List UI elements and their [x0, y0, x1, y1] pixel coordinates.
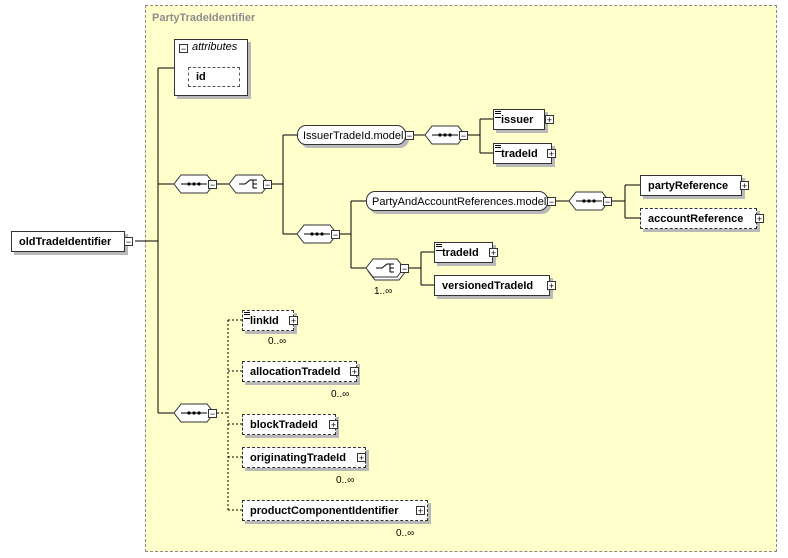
element-label: partyReference [648, 180, 729, 192]
attribute-id-label: id [196, 71, 206, 83]
expand-icon[interactable]: + [740, 181, 749, 191]
element-label: tradeId [442, 247, 479, 259]
documentation-icon [495, 111, 501, 118]
root-element-label: oldTradeIdentifier [19, 236, 112, 248]
documentation-icon [495, 145, 501, 152]
element-block-trade-id[interactable]: blockTradeId [242, 414, 336, 435]
cardinality-label: 0..∞ [396, 528, 415, 539]
model-group-issuer-trade-id[interactable]: IssuerTradeId.model [297, 125, 406, 145]
element-party-reference[interactable]: partyReference [640, 175, 742, 196]
collapse-icon[interactable]: − [124, 237, 133, 247]
expand-icon[interactable]: + [547, 149, 556, 159]
element-label: allocationTradeId [250, 366, 341, 378]
element-trade-id[interactable]: tradeId [434, 242, 493, 263]
element-label: originatingTradeId [250, 452, 346, 464]
attributes-title: attributes [192, 41, 238, 53]
complex-type-label: PartyTradeIdentifier [152, 12, 256, 24]
expand-icon[interactable]: + [547, 281, 556, 291]
expand-icon[interactable]: + [350, 367, 359, 377]
element-issuer[interactable]: issuer [493, 109, 545, 130]
collapse-icon[interactable]: − [603, 197, 612, 207]
element-product-component-identifier[interactable]: productComponentIdentifier [242, 500, 428, 521]
cardinality-label: 1..∞ [374, 286, 393, 297]
cardinality-label: 0..∞ [336, 475, 355, 486]
element-label: productComponentIdentifier [250, 505, 399, 517]
element-label: tradeId [501, 148, 538, 160]
element-trade-id[interactable]: tradeId [493, 143, 552, 164]
collapse-icon[interactable]: − [400, 264, 409, 274]
documentation-icon [244, 312, 250, 319]
model-group-label: PartyAndAccountReferences.model [372, 196, 547, 208]
expand-icon[interactable]: + [416, 506, 425, 516]
expand-icon[interactable]: + [329, 420, 338, 430]
collapse-icon[interactable]: − [547, 197, 556, 207]
root-element[interactable]: oldTradeIdentifier [11, 231, 125, 252]
element-account-reference[interactable]: accountReference [640, 208, 757, 229]
collapse-icon[interactable]: − [459, 131, 468, 141]
attribute-id[interactable]: id [188, 67, 240, 87]
collapse-icon[interactable]: − [331, 230, 340, 240]
element-link-id[interactable]: linkId [242, 310, 294, 331]
expand-icon[interactable]: + [545, 115, 554, 125]
element-label: versionedTradeId [442, 280, 534, 292]
element-label: linkId [250, 315, 279, 327]
collapse-icon[interactable]: − [208, 180, 217, 190]
documentation-icon [436, 244, 442, 251]
expand-icon[interactable]: + [755, 214, 764, 224]
collapse-icon[interactable]: − [179, 44, 188, 54]
expand-icon[interactable]: + [357, 453, 366, 463]
model-group-label: IssuerTradeId.model [303, 130, 404, 142]
element-label: accountReference [648, 213, 744, 225]
element-allocation-trade-id[interactable]: allocationTradeId [242, 361, 357, 382]
collapse-icon[interactable]: − [405, 131, 414, 141]
model-group-party-account-references[interactable]: PartyAndAccountReferences.model [366, 191, 548, 211]
collapse-icon[interactable]: − [208, 409, 217, 419]
collapse-icon[interactable]: − [263, 180, 272, 190]
cardinality-label: 0..∞ [268, 336, 287, 347]
element-label: issuer [501, 114, 534, 126]
expand-icon[interactable]: + [489, 248, 498, 258]
element-versioned-trade-id[interactable]: versionedTradeId [434, 275, 550, 296]
element-originating-trade-id[interactable]: originatingTradeId [242, 447, 366, 468]
cardinality-label: 0..∞ [331, 389, 350, 400]
element-label: blockTradeId [250, 419, 318, 431]
expand-icon[interactable]: + [289, 316, 298, 326]
